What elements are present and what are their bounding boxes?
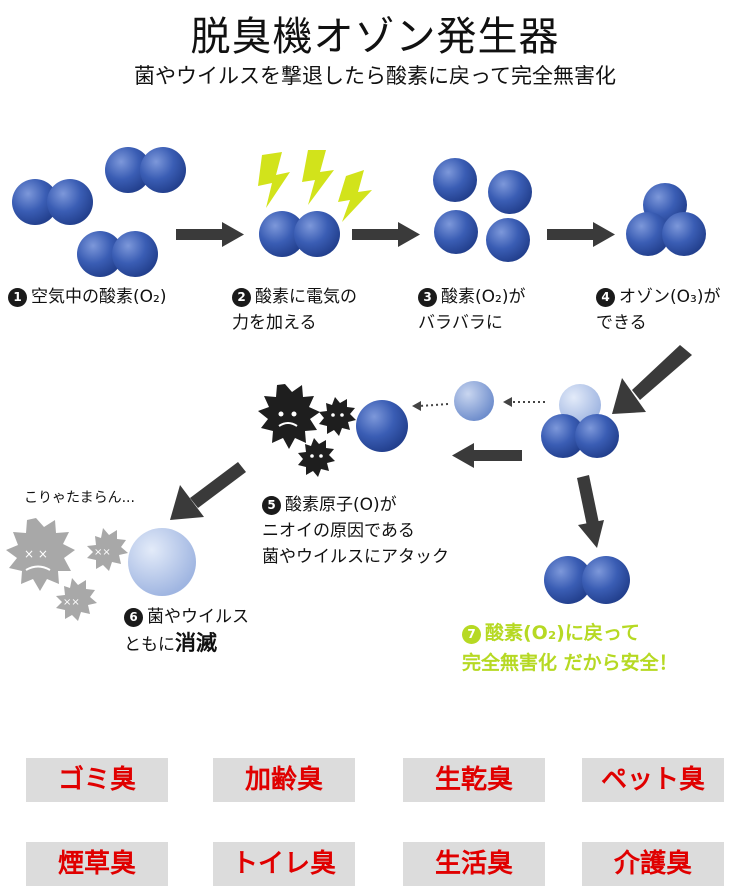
step-6-number: 6 [124,608,143,627]
odor-badge-tobacco: 煙草臭 [26,842,168,886]
dotted-arrow-release [503,397,545,407]
svg-text:××: ×× [63,597,80,608]
arrow-to-elimination [170,462,246,520]
odor-badge-toilet: トイレ臭 [213,842,355,886]
odor-badge-pet: ペット臭 [582,758,724,802]
arrow-step4-to-reaction [612,345,692,414]
arrow-to-o2-return [577,475,604,548]
step-5-number: 5 [262,496,281,515]
dead-germ-icon-large: × × [6,518,75,591]
o2-molecule-2 [105,147,186,193]
svg-text:××: ×× [94,547,111,558]
o2-molecule-returned [544,556,630,604]
arrow-to-germs [452,443,522,468]
o2-molecule-3 [77,231,158,277]
page-subtitle: 菌やウイルスを撃退したら酸素に戻って完全無害化 [134,64,616,88]
oxygen-atom-vanishing [128,528,196,596]
o3-molecule [626,183,706,256]
odor-badge-garbage: ゴミ臭 [26,758,168,802]
o2-molecule-1 [12,179,93,225]
step-7-number: 7 [462,625,481,644]
germ-quote: こりゃたまらん... [24,490,135,506]
odor-badge-damp-laundry: 生乾臭 [403,758,545,802]
germ-icon-small-1 [319,397,356,436]
lightning-icon [258,150,372,222]
o3-molecule-reacting [541,384,619,458]
odor-badge-nursing-care: 介護臭 [582,842,724,886]
arrow-step3-to-step4 [547,222,615,247]
arrow-step2-to-step3 [352,222,420,247]
oxygen-atoms-separated [433,158,532,262]
step-4-number: 4 [596,288,615,307]
germ-icon-small-2 [298,438,335,477]
svg-text:× ×: × × [24,547,48,561]
oxygen-atom-attacking [356,400,408,452]
page-title: 脱臭機オゾン発生器 [190,14,560,60]
o2-molecule-charged [259,211,340,257]
odor-badge-aging: 加齢臭 [213,758,355,802]
dotted-arrow-attack [412,401,449,411]
germ-icon-large [258,384,320,449]
odor-badge-household: 生活臭 [403,842,545,886]
step-6-emphasis: 消滅 [175,631,217,655]
step-3-number: 3 [418,288,437,307]
free-oxygen-atom [454,381,494,421]
step-1-number: 1 [8,288,27,307]
dead-germ-icon-small-2: ×× [56,578,97,621]
step-2-number: 2 [232,288,251,307]
dead-germ-icon-small-1: ×× [87,528,128,571]
arrow-step1-to-step2 [176,222,244,247]
